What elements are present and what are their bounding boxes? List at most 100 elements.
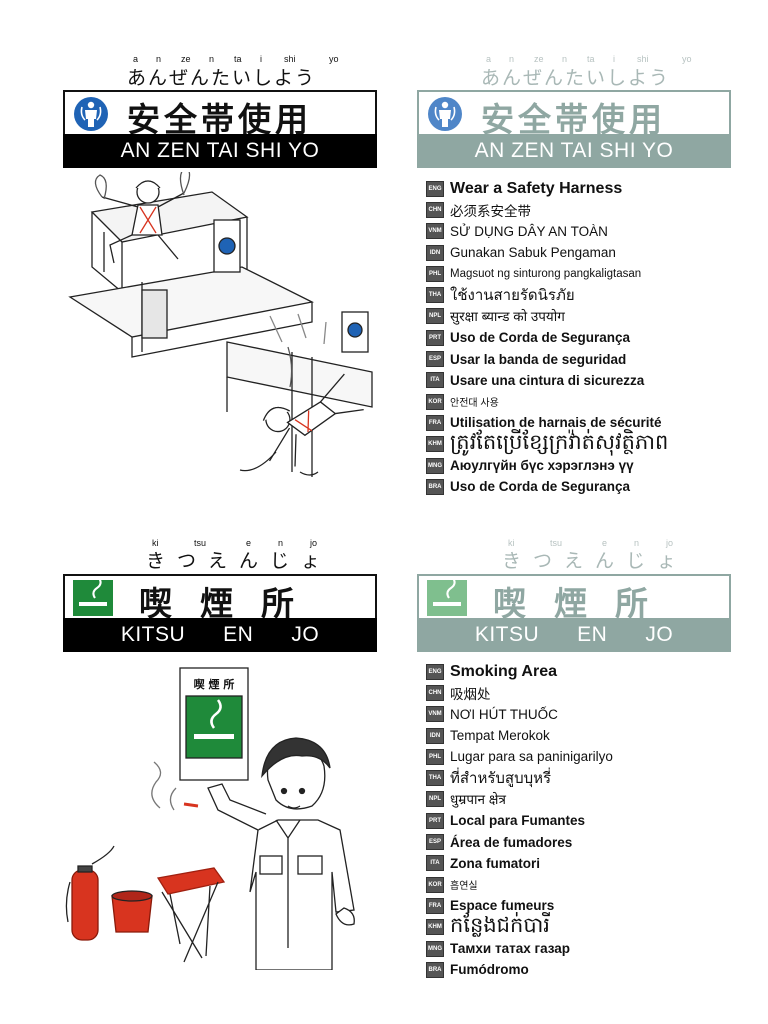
ruby-syllable: ki <box>508 538 515 548</box>
safety-sign-left: 安全帯使用 AN ZEN TAI SHI YO <box>63 90 377 168</box>
language-code-badge: NPL <box>426 791 444 808</box>
language-code-badge: ITA <box>426 855 444 872</box>
language-row: NPL धुम्रपान क्षेत्र <box>426 789 766 810</box>
language-code-badge: MNG <box>426 940 444 957</box>
language-text: Smoking Area <box>450 662 557 680</box>
language-text: Usar la banda de seguridad <box>450 351 627 367</box>
language-code-badge: CHN <box>426 684 444 701</box>
safety-title: 安全帯使用 <box>127 100 312 139</box>
smoking-title-char: 喫 <box>493 584 554 623</box>
language-code-badge: FRA <box>426 897 444 914</box>
ruby-syllable: a <box>486 54 492 64</box>
language-code-badge: IDN <box>426 727 444 744</box>
ruby-syllable: jo <box>666 538 674 548</box>
language-text: Тамхи татах газар <box>450 941 571 956</box>
language-text: 必须系安全带 <box>450 203 531 219</box>
smoking-title-char: 所 <box>261 584 322 623</box>
ruby-syllable: ta <box>234 54 242 64</box>
smoking-title-char: 所 <box>615 584 676 623</box>
romaji-part: JO <box>645 623 674 646</box>
language-text: ที่สำหรับสูบบุหรี่ <box>450 770 552 788</box>
language-text: Área de fumadores <box>450 834 573 850</box>
language-text: Usare una cintura di sicurezza <box>450 372 645 388</box>
language-row: ESP Área de fumadores <box>426 831 766 852</box>
language-text: Local para Fumantes <box>450 813 586 829</box>
language-code-badge: PRT <box>426 329 444 346</box>
romaji-part: KITSU <box>474 623 540 646</box>
safety-ruby-left: a n ze n ta i shi yo <box>133 54 363 68</box>
smoking-ruby-left: ki tsu e n jo <box>152 538 352 552</box>
language-code-badge: KHM <box>426 919 444 936</box>
language-code-badge: ESP <box>426 351 444 368</box>
language-text: Espace fumeurs <box>450 898 555 914</box>
ruby-syllable: n <box>278 538 284 548</box>
romaji-part: KITSU <box>120 623 186 646</box>
language-row: ITA Usare una cintura di sicurezza <box>426 370 766 391</box>
language-text: កន្លែងជក់បារី <box>450 913 550 937</box>
language-row: ESP Usar la banda de seguridad <box>426 348 766 369</box>
language-row: KHM កន្លែងជក់បារី <box>426 914 766 938</box>
harness-person-icon <box>74 97 108 131</box>
language-text: Fumódromo <box>450 962 529 978</box>
language-code-badge: MNG <box>426 457 444 474</box>
language-code-badge: ITA <box>426 372 444 389</box>
language-row: NPL सुरक्षा ब्यान्ड को उपयोग <box>426 306 766 327</box>
safety-sign-right: 安全帯使用 AN ZEN TAI SHI YO <box>417 90 731 168</box>
ruby-syllable: tsu <box>194 538 207 548</box>
language-code-badge: PHL <box>426 748 444 765</box>
language-code-badge: KHM <box>426 436 444 453</box>
language-row: ENG Smoking Area <box>426 661 766 682</box>
language-text: Zona fumatori <box>450 855 540 871</box>
language-row: FRA Espace fumeurs <box>426 895 766 916</box>
language-code-badge: BRA <box>426 961 444 978</box>
ruby-syllable: i <box>260 54 262 64</box>
ruby-syllable: n <box>209 54 215 64</box>
language-text: ใช้งานสายรัดนิรภัย <box>450 287 575 305</box>
cigarette-icon <box>73 580 113 616</box>
language-text: Uso de Corda de Segurança <box>450 330 631 346</box>
harness-person-icon <box>428 97 462 131</box>
language-code-badge: THA <box>426 770 444 787</box>
language-text: Wear a Safety Harness <box>450 179 623 197</box>
ruby-syllable: n <box>156 54 162 64</box>
language-row: BRA Fumódromo <box>426 959 766 980</box>
language-text: Tempat Merokok <box>450 728 550 744</box>
ruby-syllable: ta <box>587 54 595 64</box>
language-row: PRT Uso de Corda de Segurança <box>426 327 766 348</box>
safety-kana-left: あんぜんたいしよう <box>127 67 317 89</box>
ruby-syllable: a <box>133 54 139 64</box>
language-text: सुरक्षा ब्यान्ड को उपयोग <box>450 309 565 325</box>
ruby-syllable: tsu <box>550 538 563 548</box>
ruby-syllable: e <box>602 538 608 548</box>
language-code-badge: ESP <box>426 834 444 851</box>
language-text: धुम्रपान क्षेत्र <box>450 792 506 808</box>
language-text: Magsuot ng sinturong pangkaligtasan <box>450 267 642 280</box>
language-row: IDN Tempat Merokok <box>426 725 766 746</box>
romaji-part: EN <box>223 623 254 646</box>
language-text: Utilisation de harnais de sécurité <box>450 415 662 431</box>
smoking-title-char: 煙 <box>200 584 261 623</box>
ruby-syllable: i <box>613 54 615 64</box>
romaji-part: EN <box>577 623 608 646</box>
ruby-syllable: ki <box>152 538 159 548</box>
language-code-badge: KOR <box>426 393 444 410</box>
language-text: SỬ DỤNG DÂY AN TOÀN <box>450 223 608 239</box>
safety-kana-right: あんぜんたいしよう <box>481 67 671 89</box>
cigarette-icon <box>427 580 467 616</box>
ruby-syllable: shi <box>284 54 296 64</box>
language-text: Uso de Corda de Segurança <box>450 479 631 495</box>
language-code-badge: NPL <box>426 308 444 325</box>
language-code-badge: THA <box>426 287 444 304</box>
safety-romaji: AN ZEN TAI SHI YO <box>63 134 377 168</box>
language-code-badge: ENG <box>426 663 444 680</box>
